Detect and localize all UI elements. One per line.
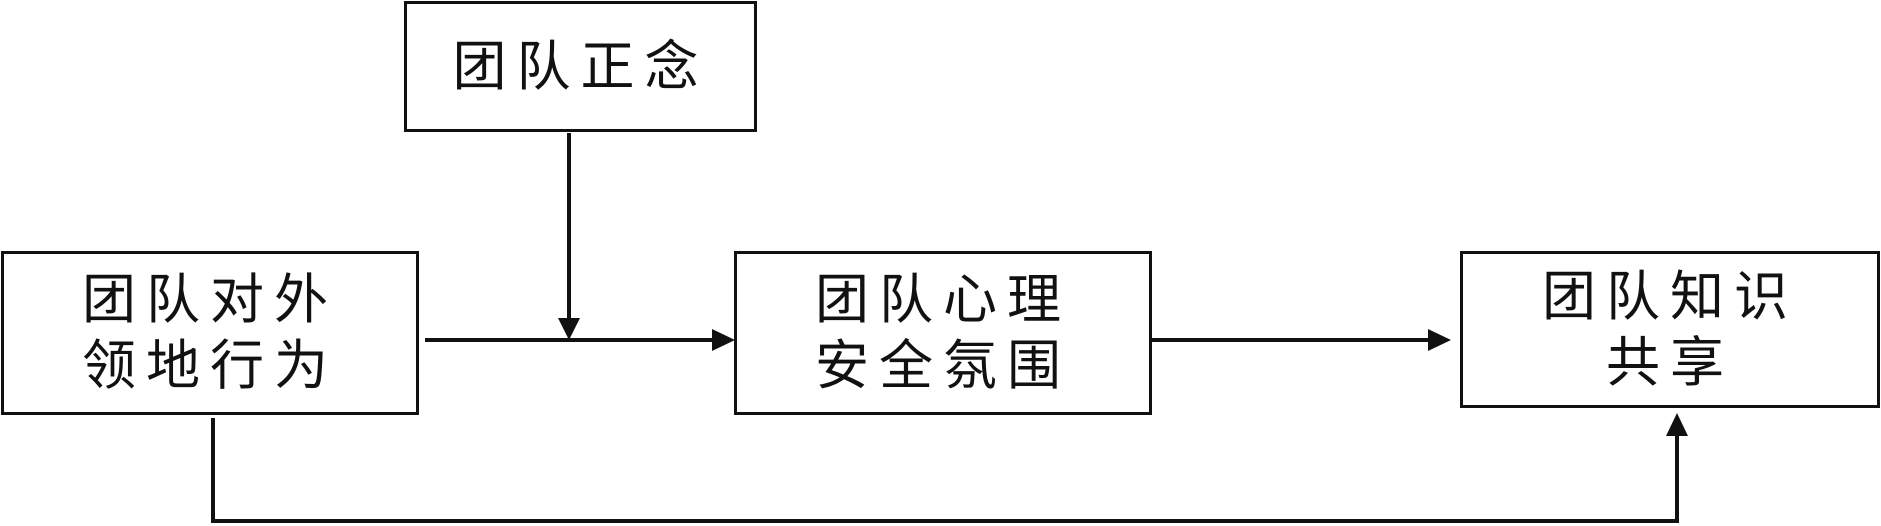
node-territorial-behavior-line2: 领地行为 — [82, 334, 338, 397]
moderator-arrowhead — [558, 318, 580, 340]
node-team-mindfulness: 团队正念 — [404, 1, 757, 132]
arrowhead-safety-to-sharing — [1428, 329, 1451, 351]
node-territorial-behavior: 团队对外 领地行为 — [1, 251, 419, 415]
node-psych-safety-line2: 安全氛围 — [815, 334, 1071, 397]
node-psych-safety: 团队心理 安全氛围 — [734, 251, 1152, 415]
node-knowledge-sharing-line2: 共享 — [1606, 330, 1734, 394]
node-territorial-behavior-line1: 团队对外 — [82, 268, 338, 331]
arrowhead-territorial-to-sharing — [1666, 413, 1688, 436]
arrowhead-territorial-to-safety — [712, 329, 735, 351]
node-knowledge-sharing: 团队知识 共享 — [1460, 251, 1880, 408]
node-team-mindfulness-label: 团队正念 — [452, 34, 709, 98]
arrow-territorial-to-sharing — [211, 418, 1679, 523]
node-psych-safety-line1: 团队心理 — [815, 268, 1071, 331]
node-knowledge-sharing-line1: 团队知识 — [1542, 264, 1798, 328]
